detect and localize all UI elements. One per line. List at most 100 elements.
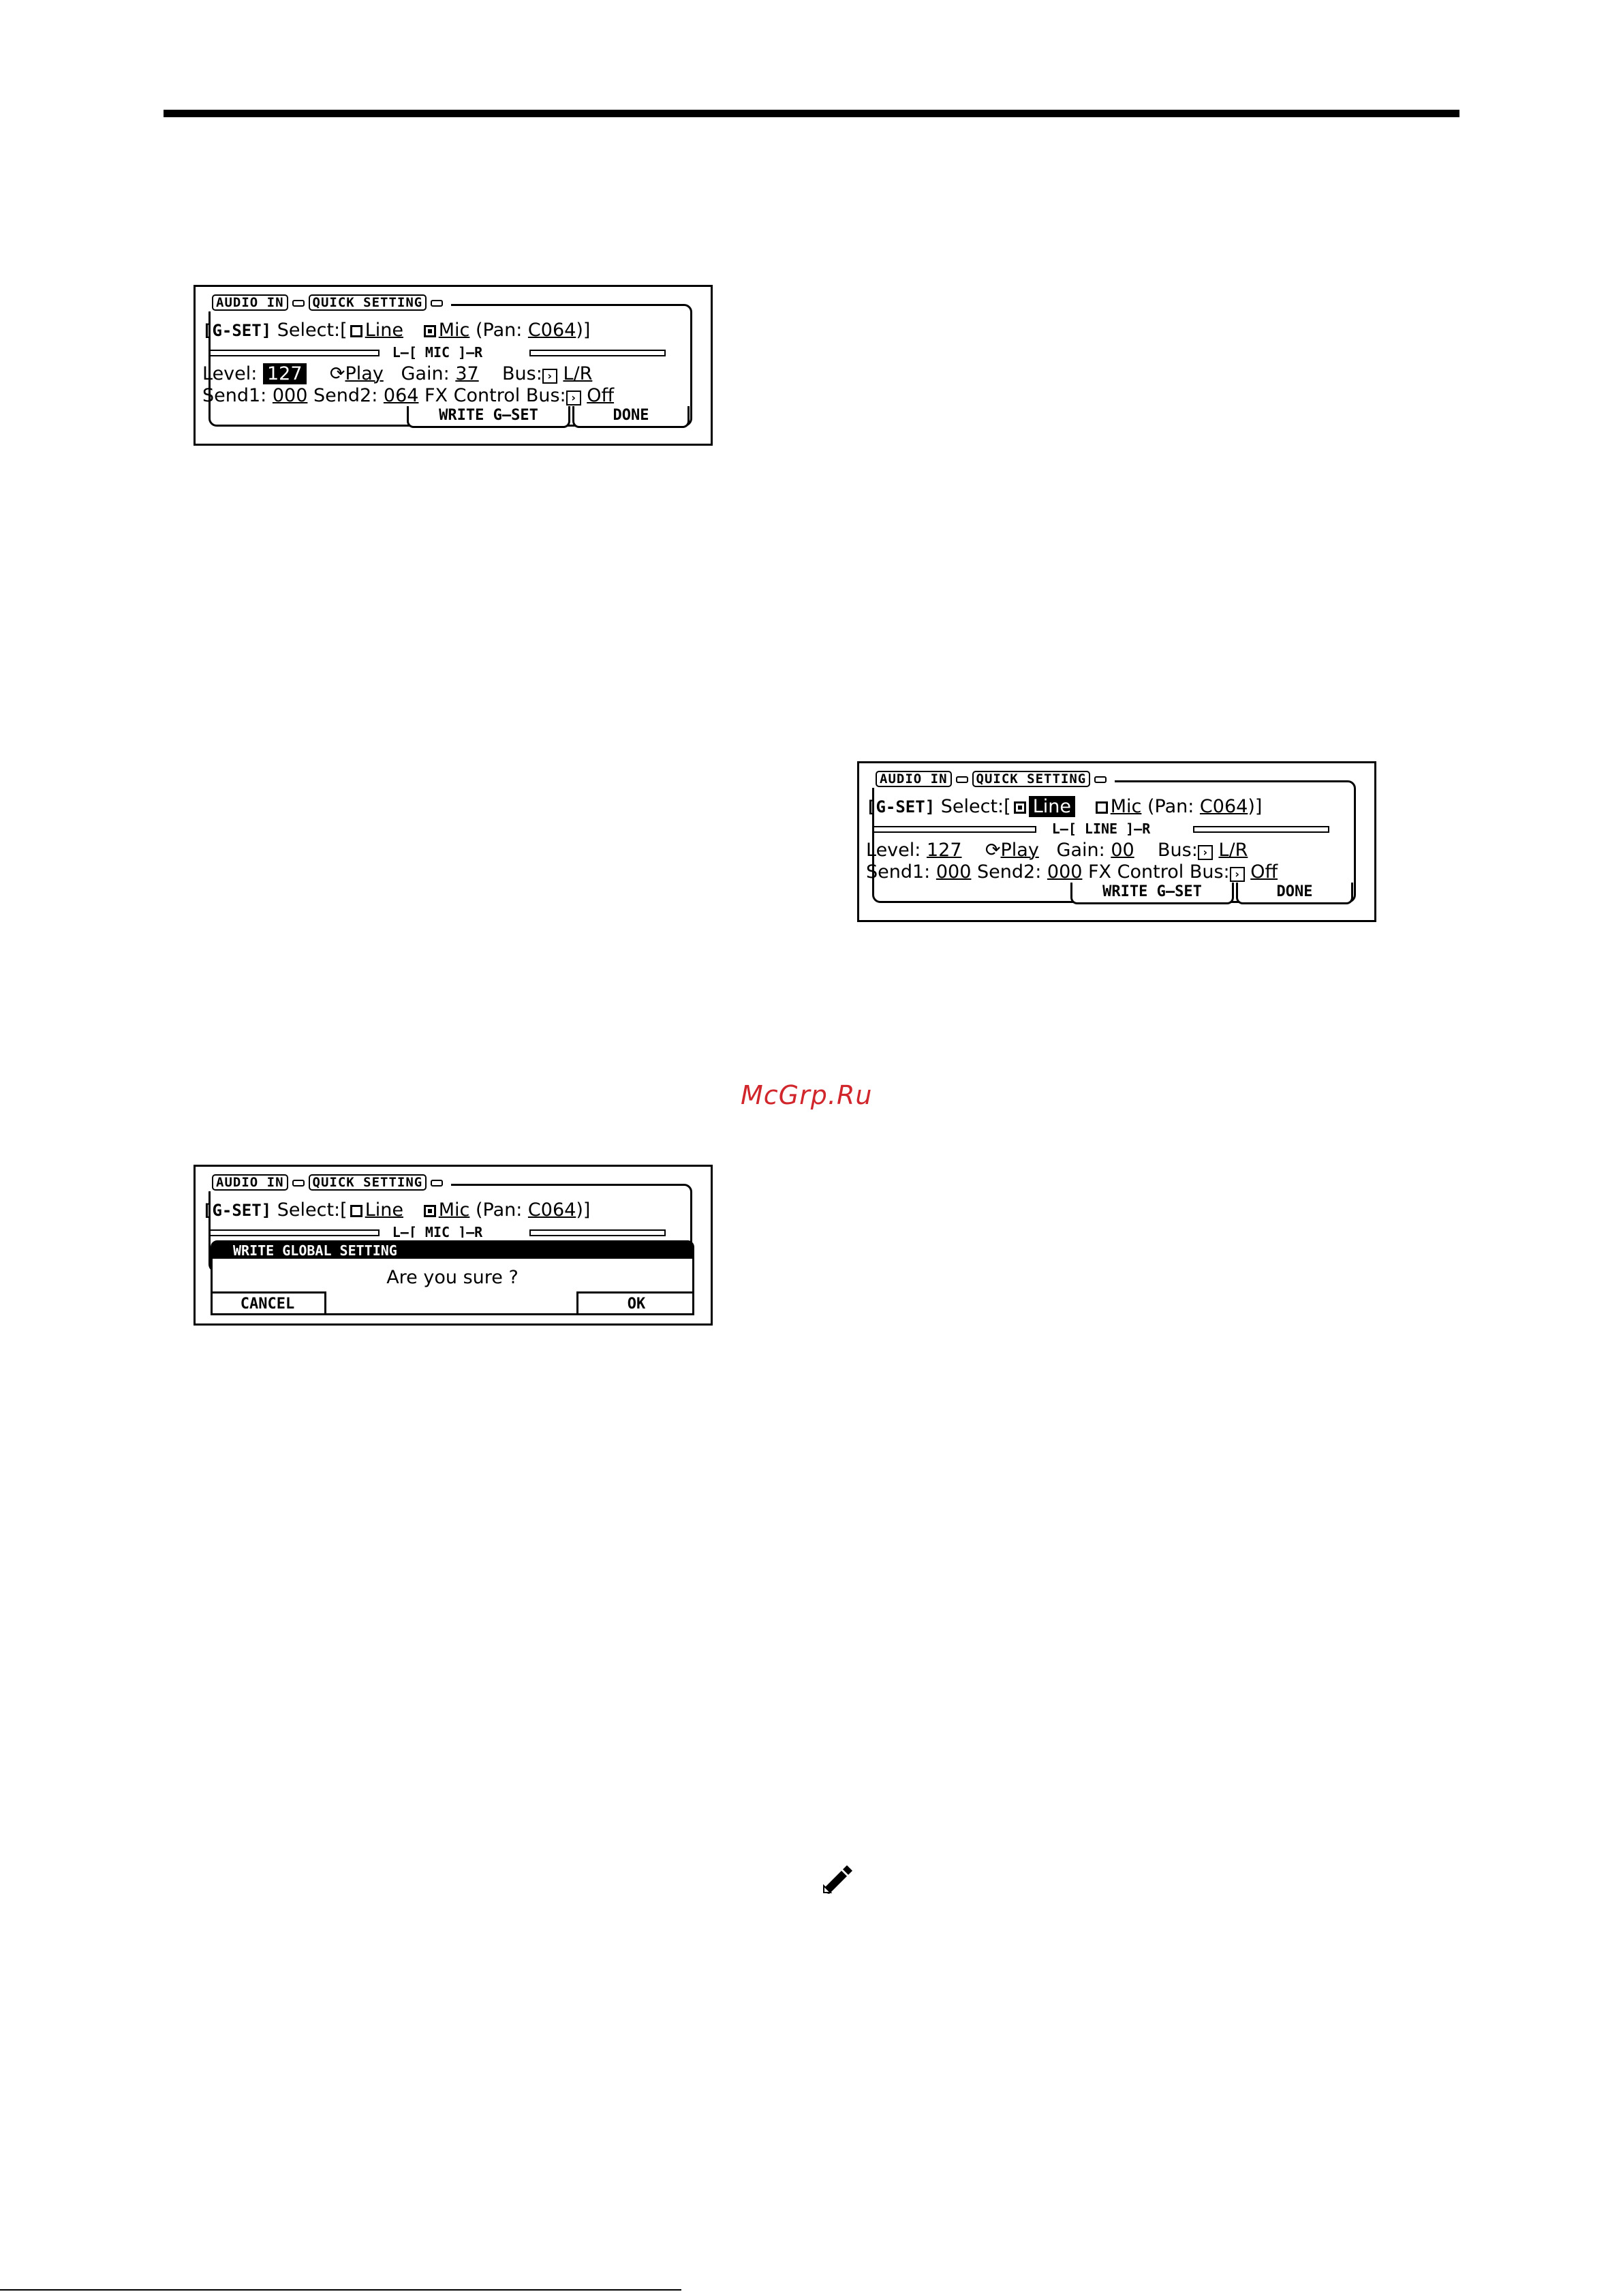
gain-value[interactable]: 00 xyxy=(1111,840,1134,861)
ok-button[interactable]: OK xyxy=(576,1291,694,1313)
lcd-screen-confirm: AUDIO IN QUICK SETTING [G-SET] Select:[ Li… xyxy=(194,1165,713,1326)
tab-separator xyxy=(431,1179,444,1187)
level-value[interactable]: 127 xyxy=(926,840,962,861)
meter-label: L–[ MIC ]–R xyxy=(392,1224,483,1238)
bus-value[interactable]: L/R xyxy=(1218,840,1248,861)
play-value[interactable]: Play xyxy=(345,363,384,384)
pan-value[interactable]: C064 xyxy=(1199,796,1248,817)
meter-right-bar xyxy=(529,350,666,356)
meter-right-bar xyxy=(1193,826,1329,833)
fx-control-bus-label: FX Control Bus: xyxy=(424,385,566,406)
fx-bus-popup-icon[interactable]: › xyxy=(1229,867,1245,882)
write-gset-button[interactable]: WRITE G–SET xyxy=(1070,883,1234,904)
send2-label: Send2: xyxy=(313,385,378,406)
meter-label: L–[ LINE ]–R xyxy=(1051,821,1151,837)
tab-audio-in[interactable]: AUDIO IN xyxy=(876,771,952,787)
write-gset-button[interactable]: WRITE G–SET xyxy=(407,406,570,428)
lcd-screen-mic: AUDIO IN QUICK SETTING [G-SET] Select:[ Li… xyxy=(194,285,713,446)
bus-label: Bus: xyxy=(502,363,542,384)
tab-row: AUDIO IN QUICK SETTING xyxy=(871,770,1115,788)
gain-value[interactable]: 37 xyxy=(455,363,479,384)
bottom-rule xyxy=(0,2289,681,2291)
line-checkbox[interactable] xyxy=(350,1205,362,1217)
fx-bus-popup-icon[interactable]: › xyxy=(566,391,581,405)
tab-separator xyxy=(431,299,444,307)
done-button[interactable]: DONE xyxy=(572,406,690,428)
meter-left-bar xyxy=(209,1229,380,1236)
fx-control-bus-value[interactable]: Off xyxy=(587,385,615,406)
gset-label: [G-SET] xyxy=(202,1201,272,1220)
pan-close: )] xyxy=(1248,796,1263,817)
pan-close: )] xyxy=(576,320,591,341)
gain-label: Gain: xyxy=(1056,840,1105,861)
pencil-note-icon xyxy=(823,1865,852,1894)
tab-audio-in[interactable]: AUDIO IN xyxy=(212,294,288,311)
meter-label: L–[ MIC ]–R xyxy=(392,344,483,361)
mic-checkbox[interactable] xyxy=(423,325,436,337)
mic-label[interactable]: Mic xyxy=(438,320,470,341)
pan-label: (Pan: xyxy=(475,320,523,341)
level-meter: L–[ LINE ]–R xyxy=(866,821,1336,837)
line-label[interactable]: Line xyxy=(365,1199,403,1221)
dialog-message: Are you sure ? xyxy=(386,1267,519,1288)
pan-label: (Pan: xyxy=(1147,796,1194,817)
send2-label: Send2: xyxy=(977,861,1042,883)
select-label: Select:[ xyxy=(277,320,347,341)
level-label: Level: xyxy=(202,363,258,384)
line-checkbox[interactable] xyxy=(1013,801,1026,814)
tab-quick-setting[interactable]: QUICK SETTING xyxy=(308,1174,427,1191)
meter-left-bar xyxy=(209,350,380,356)
bus-popup-icon[interactable]: › xyxy=(542,369,557,384)
line-checkbox[interactable] xyxy=(350,325,362,337)
mic-checkbox[interactable] xyxy=(423,1205,436,1217)
play-value[interactable]: Play xyxy=(1000,840,1039,861)
send1-value[interactable]: 000 xyxy=(936,861,972,883)
play-toggle-icon[interactable]: ⟳ xyxy=(329,363,345,384)
gset-label: [G-SET] xyxy=(866,797,936,816)
bus-value[interactable]: L/R xyxy=(563,363,593,384)
write-global-setting-dialog: WRITE GLOBAL SETTING Are you sure ? CANC… xyxy=(211,1240,694,1315)
fx-control-bus-label: FX Control Bus: xyxy=(1088,861,1230,883)
bus-popup-icon[interactable]: › xyxy=(1197,845,1213,860)
select-row: [G-SET] Select:[ Line Mic (Pan: C064)] xyxy=(202,1199,590,1221)
level-value[interactable]: 127 xyxy=(262,363,307,384)
send1-label: Send1: xyxy=(202,385,267,406)
send-row: Send1: 000 Send2: 064 FX Control Bus:› O… xyxy=(202,385,614,407)
meter-right-bar xyxy=(529,1229,666,1236)
tab-audio-in[interactable]: AUDIO IN xyxy=(212,1174,288,1191)
tab-row: AUDIO IN QUICK SETTING xyxy=(208,1174,452,1191)
bus-label: Bus: xyxy=(1158,840,1198,861)
tab-quick-setting[interactable]: QUICK SETTING xyxy=(972,771,1091,787)
send1-value[interactable]: 000 xyxy=(272,385,308,406)
tab-separator xyxy=(292,1179,305,1187)
pan-value[interactable]: C064 xyxy=(527,320,576,341)
done-button[interactable]: DONE xyxy=(1236,883,1353,904)
send2-value[interactable]: 000 xyxy=(1047,861,1083,883)
level-row: Level: 127 ⟳Play Gain: 00 Bus:› L/R xyxy=(866,840,1248,861)
mic-label[interactable]: Mic xyxy=(1110,796,1142,817)
gain-label: Gain: xyxy=(401,363,450,384)
select-row: [G-SET] Select:[ Line Mic (Pan: C064)] xyxy=(202,320,590,341)
mic-label[interactable]: Mic xyxy=(438,1199,470,1221)
level-row: Level: 127 ⟳Play Gain: 37 Bus:› L/R xyxy=(202,363,592,385)
pan-value[interactable]: C064 xyxy=(527,1199,576,1221)
send2-value[interactable]: 064 xyxy=(383,385,419,406)
mic-checkbox[interactable] xyxy=(1095,801,1108,814)
select-row: [G-SET] Select:[Line Mic (Pan: C064)] xyxy=(866,796,1262,818)
cancel-button[interactable]: CANCEL xyxy=(211,1291,326,1313)
line-label[interactable]: Line xyxy=(365,320,403,341)
gset-label: [G-SET] xyxy=(202,321,272,340)
dialog-title: WRITE GLOBAL SETTING xyxy=(213,1242,692,1259)
level-meter: L–[ MIC ]–R xyxy=(202,344,673,361)
line-label[interactable]: Line xyxy=(1028,796,1075,817)
watermark: McGrp.Ru xyxy=(741,1080,873,1110)
meter-left-bar xyxy=(873,826,1036,833)
send1-label: Send1: xyxy=(866,861,931,883)
pan-close: )] xyxy=(576,1199,591,1221)
pan-label: (Pan: xyxy=(475,1199,523,1221)
tab-separator xyxy=(1094,776,1107,783)
play-toggle-icon[interactable]: ⟳ xyxy=(985,840,1001,861)
select-label: Select:[ xyxy=(277,1199,347,1221)
fx-control-bus-value[interactable]: Off xyxy=(1250,861,1278,883)
tab-quick-setting[interactable]: QUICK SETTING xyxy=(308,294,427,311)
